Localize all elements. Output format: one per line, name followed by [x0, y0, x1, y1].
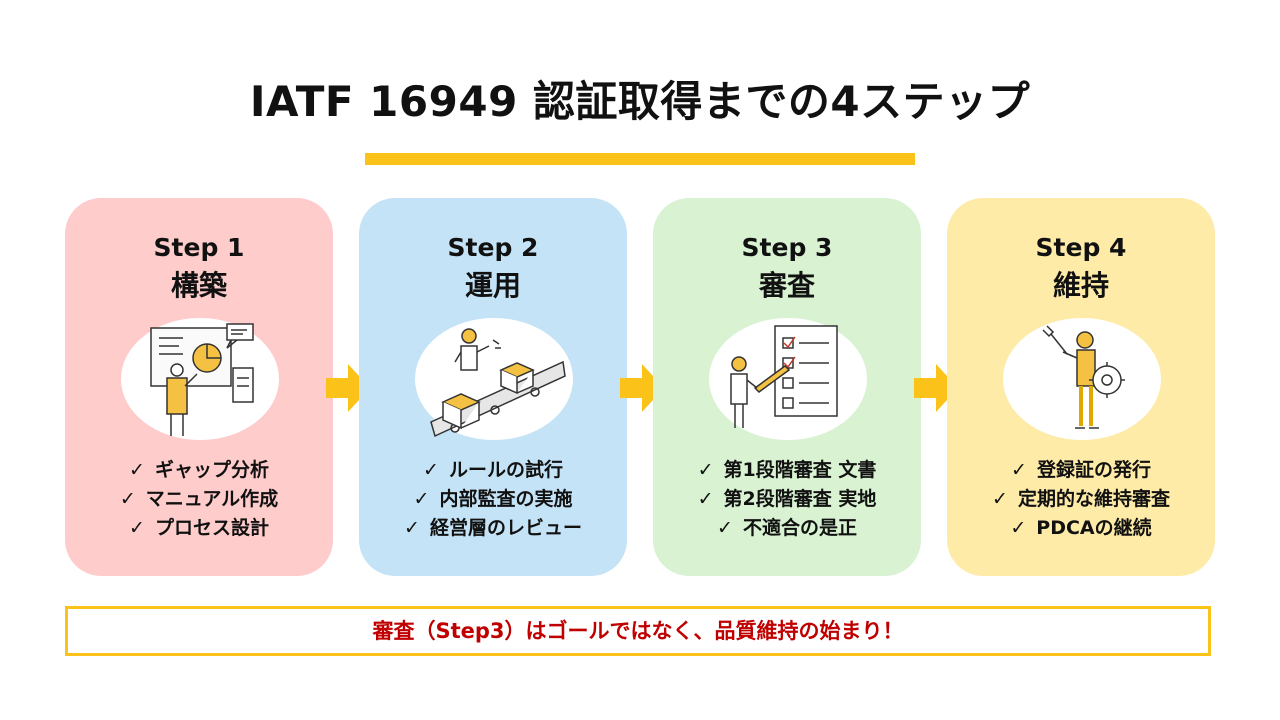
list-item: ✓プロセス設計 [129, 517, 269, 539]
checklist-icon [709, 318, 867, 440]
check-icon: ✓ [119, 488, 136, 510]
list-item: ✓ギャップ分析 [129, 459, 269, 481]
list-item: ✓登録証の発行 [1011, 459, 1151, 481]
check-icon: ✓ [129, 517, 145, 539]
check-icon: ✓ [992, 488, 1008, 510]
check-icon: ✓ [697, 488, 714, 510]
step-name: 運用 [464, 269, 521, 302]
list-item: ✓第1段階審査 文書 [697, 459, 877, 481]
check-icon: ✓ [717, 517, 733, 539]
step-items: ✓ギャップ分析 ✓マニュアル作成 ✓プロセス設計 [65, 456, 333, 543]
step-items: ✓第1段階審査 文書 ✓第2段階審査 実地 ✓不適合の是正 [653, 456, 921, 543]
check-icon: ✓ [423, 459, 439, 481]
list-item: ✓第2段階審査 実地 [697, 488, 877, 510]
step-label: Step 4 [1035, 233, 1127, 262]
list-item: ✓PDCAの継続 [1010, 517, 1152, 539]
list-item: ✓不適合の是正 [717, 517, 857, 539]
check-icon: ✓ [129, 459, 145, 481]
page-title: IATF 16949 認証取得までの4ステップ [249, 77, 1031, 126]
check-icon: ✓ [697, 459, 714, 481]
step-card-1: Step 1 構築 ✓ギャップ分析 [65, 198, 333, 576]
step-name: 審査 [758, 269, 815, 302]
list-item: ✓ルールの試行 [423, 459, 563, 481]
step-items: ✓登録証の発行 ✓定期的な維持審査 ✓PDCAの継続 [947, 456, 1215, 543]
list-item: ✓内部監査の実施 [413, 488, 573, 510]
check-icon: ✓ [404, 517, 420, 539]
step-card-4: Step 4 維持 ✓登録証の発行 ✓定期的な維持審査 ✓PDCAの継続 [947, 198, 1215, 576]
step-label: Step 3 [741, 233, 833, 262]
check-icon: ✓ [1010, 517, 1027, 539]
step-items: ✓ルールの試行 ✓内部監査の実施 ✓経営層のレビュー [359, 456, 627, 543]
step-card-2: Step 2 運用 ✓ルールの試行 ✓内部監査の実施 ✓経営層のレビュー [359, 198, 627, 576]
whiteboard-planning-icon [121, 318, 279, 440]
step-card-3: Step 3 審査 ✓第1段階審査 文書 ✓第2段階審査 実地 ✓不適合の是 [653, 198, 921, 576]
step-name: 維持 [1052, 269, 1109, 302]
step-label: Step 2 [447, 233, 539, 262]
conveyor-belt-icon [415, 318, 573, 440]
check-icon: ✓ [1011, 459, 1027, 481]
wrench-gear-worker-icon [1003, 318, 1161, 440]
step-label: Step 1 [153, 233, 245, 262]
callout-note: 審査（Step3）はゴールではなく、品質維持の始まり！ [65, 606, 1211, 656]
check-icon: ✓ [413, 488, 430, 510]
list-item: ✓経営層のレビュー [404, 517, 582, 539]
list-item: ✓定期的な維持審査 [992, 488, 1170, 510]
step-name: 構築 [170, 269, 227, 302]
list-item: ✓マニュアル作成 [119, 488, 279, 510]
title-underline [365, 153, 915, 165]
